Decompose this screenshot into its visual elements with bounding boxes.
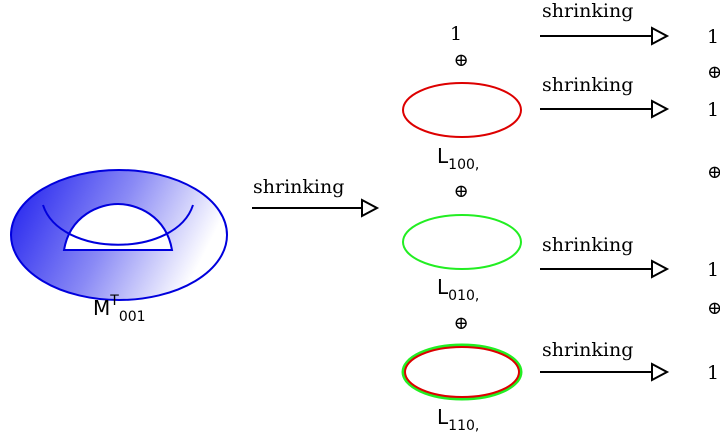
right-oplus-2: ⊕ — [707, 162, 720, 183]
torus-inner-fold — [42, 204, 194, 246]
arrow-row-1: shrinking — [540, 0, 670, 46]
result-top: 1 — [707, 26, 719, 48]
result-100: 1 — [707, 99, 719, 121]
arrow-row-2-label: shrinking — [542, 74, 633, 96]
right-oplus-1: ⊕ — [707, 62, 720, 83]
arrow-row-2: shrinking — [540, 74, 670, 119]
torus-label: MT001 — [93, 293, 146, 325]
arrow-row-1-label: shrinking — [542, 0, 633, 22]
torus-body — [9, 169, 229, 301]
top-term: 1 — [450, 23, 462, 45]
loop-110-label: L110, — [437, 405, 479, 433]
loop-110-outer — [401, 343, 523, 401]
arrow-row-4-label: shrinking — [542, 339, 633, 361]
loop-100-label: L100, — [437, 144, 479, 173]
oplus-2: ⊕ — [453, 181, 468, 202]
main-arrow-label: shrinking — [253, 176, 344, 198]
arrow-row-3: shrinking — [540, 234, 670, 279]
oplus-1: ⊕ — [453, 50, 468, 71]
loop-010-label: L010, — [437, 275, 479, 304]
result-010: 1 — [707, 259, 719, 281]
loop-100 — [402, 82, 522, 138]
loop-110-inner — [404, 346, 520, 398]
oplus-3: ⊕ — [453, 313, 468, 334]
arrow-row-4: shrinking — [540, 339, 670, 382]
arrow-row-3-label: shrinking — [542, 234, 633, 256]
main-arrow — [252, 198, 380, 218]
right-oplus-3: ⊕ — [707, 298, 720, 319]
loop-010 — [402, 214, 522, 270]
result-110: 1 — [707, 362, 719, 384]
torus — [9, 169, 229, 301]
